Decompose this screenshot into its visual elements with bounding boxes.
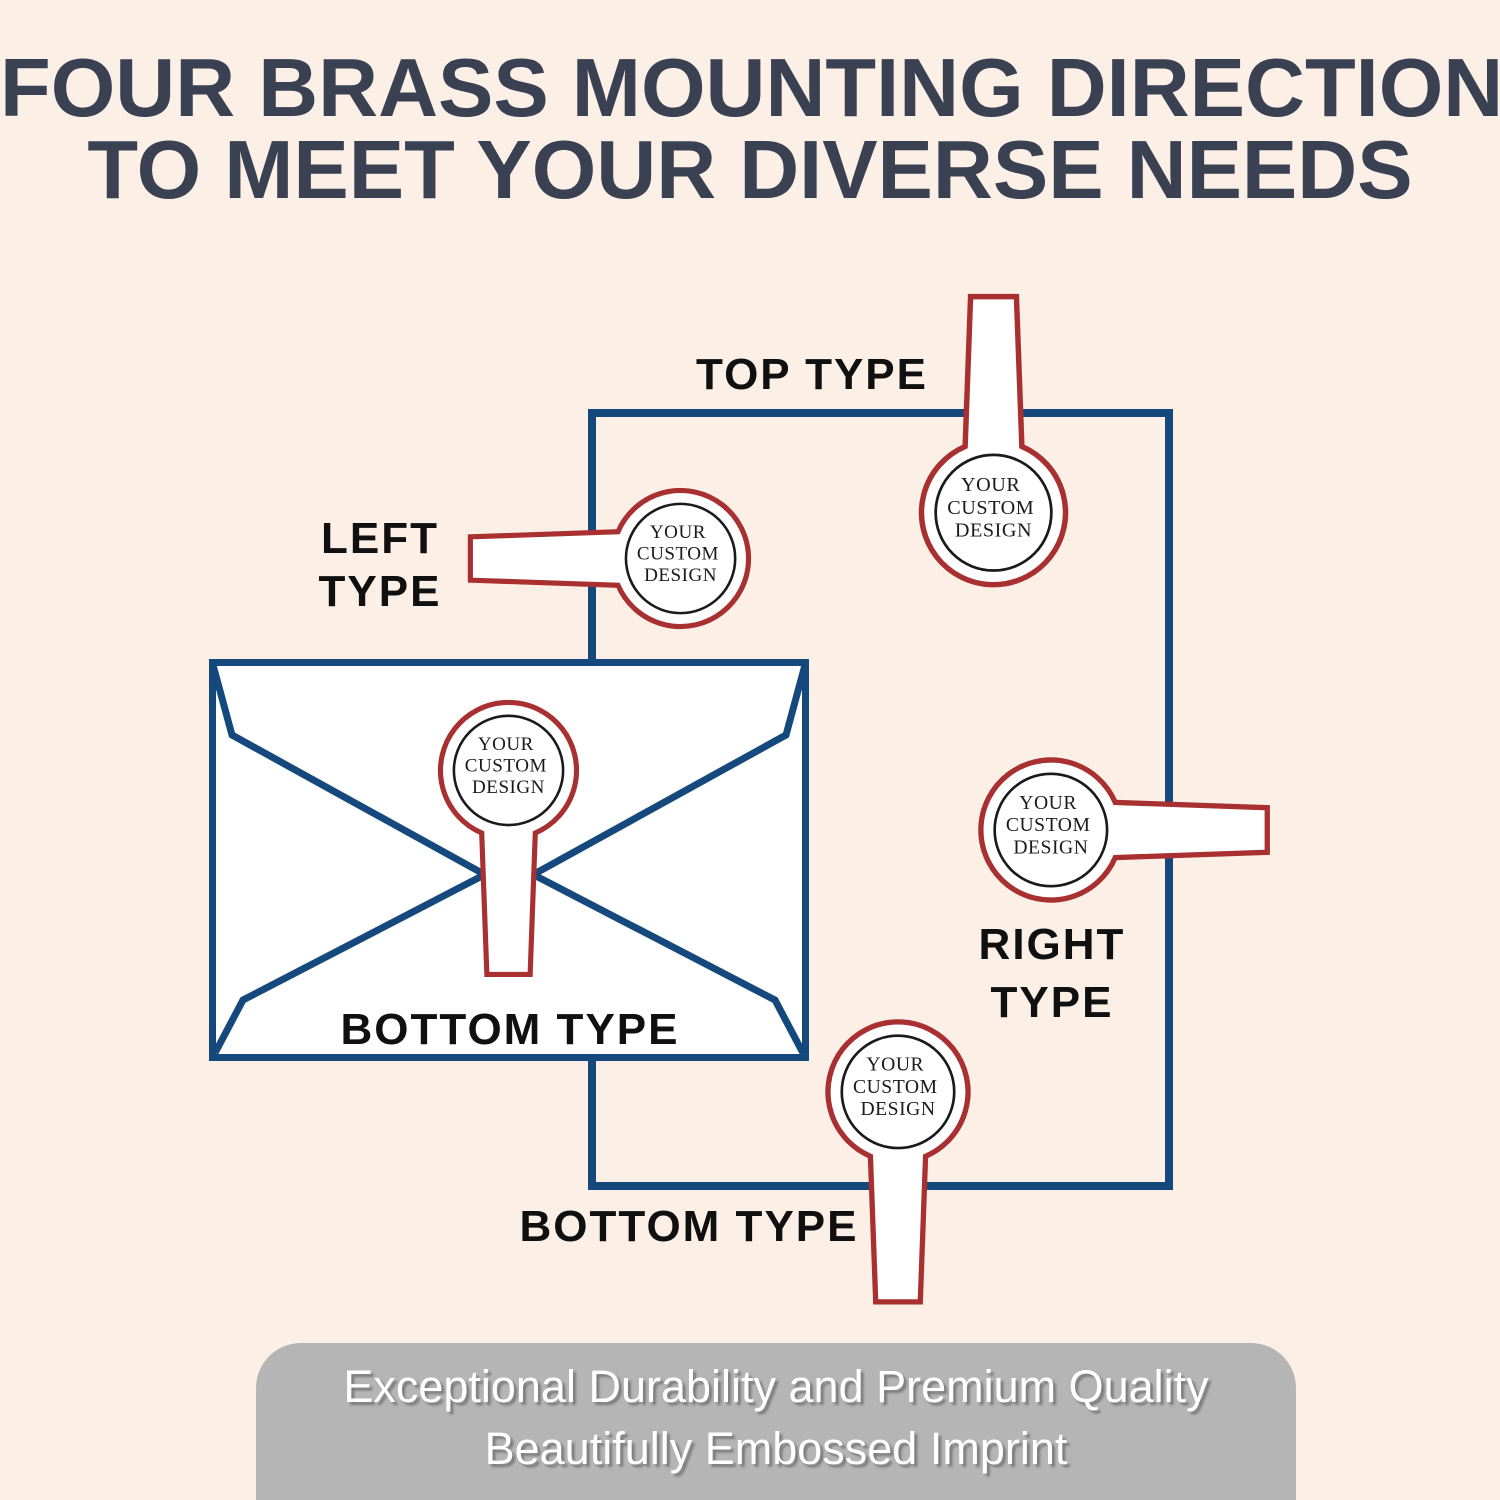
stamp-on-envelope-text: YOUR CUSTOM DESIGN <box>465 734 552 798</box>
stamp-top-seal-circle <box>934 453 1053 572</box>
label-right-type: RIGHT TYPE <box>952 916 1152 1032</box>
stamp-right-text: YOUR CUSTOM DESIGN <box>1006 793 1096 859</box>
stamp-right-seal-circle <box>993 772 1109 888</box>
label-left-type-line1: LEFT <box>321 514 439 563</box>
feature-banner: Exceptional Durability and Premium Quali… <box>256 1343 1296 1500</box>
label-right-type-line1: RIGHT <box>978 920 1126 969</box>
stamp-left-illustration: YOUR CUSTOM DESIGN <box>467 487 752 630</box>
stamp-bottom-outline <box>825 1019 971 1305</box>
stamp-on-envelope-seal-circle <box>452 714 565 827</box>
label-right-type-line2: TYPE <box>990 978 1114 1027</box>
banner-line1: Exceptional Durability and Premium Quali… <box>343 1361 1209 1412</box>
label-left-type-line2: TYPE <box>318 567 442 616</box>
label-bottom-type-outer: BOTTOM TYPE <box>519 1202 859 1251</box>
page-title-line1: FOUR BRASS MOUNTING DIRECTIONS <box>0 41 1500 134</box>
stamp-left-text: YOUR CUSTOM DESIGN <box>637 522 724 586</box>
stamp-bottom-seal-circle <box>840 1034 956 1150</box>
stamp-top-text: YOUR CUSTOM DESIGN <box>947 474 1040 542</box>
label-bottom-type-on-envelope: BOTTOM TYPE <box>340 1005 680 1054</box>
stamp-left-outline <box>467 487 752 630</box>
stamp-right-outline <box>978 757 1270 903</box>
label-top-type: TOP TYPE <box>695 350 928 399</box>
page-title-line2: TO MEET YOUR DIVERSE NEEDS <box>87 123 1413 216</box>
stamp-on-envelope-illustration: YOUR CUSTOM DESIGN <box>437 699 580 978</box>
page-title: FOUR BRASS MOUNTING DIRECTIONS TO MEET Y… <box>0 41 1500 216</box>
stamp-top-outline <box>918 293 1069 588</box>
stamp-on-envelope-outline <box>437 699 580 978</box>
stamp-right-illustration: YOUR CUSTOM DESIGN <box>978 757 1270 903</box>
banner-line2: Beautifully Embossed Imprint <box>484 1423 1068 1474</box>
label-left-type: LEFT TYPE <box>280 512 480 618</box>
stamp-left-seal-circle <box>624 502 737 615</box>
stamp-bottom-illustration: YOUR CUSTOM DESIGN <box>825 1019 971 1305</box>
stamp-top-illustration: YOUR CUSTOM DESIGN <box>918 293 1069 588</box>
stamp-bottom-text: YOUR CUSTOM DESIGN <box>853 1055 943 1121</box>
